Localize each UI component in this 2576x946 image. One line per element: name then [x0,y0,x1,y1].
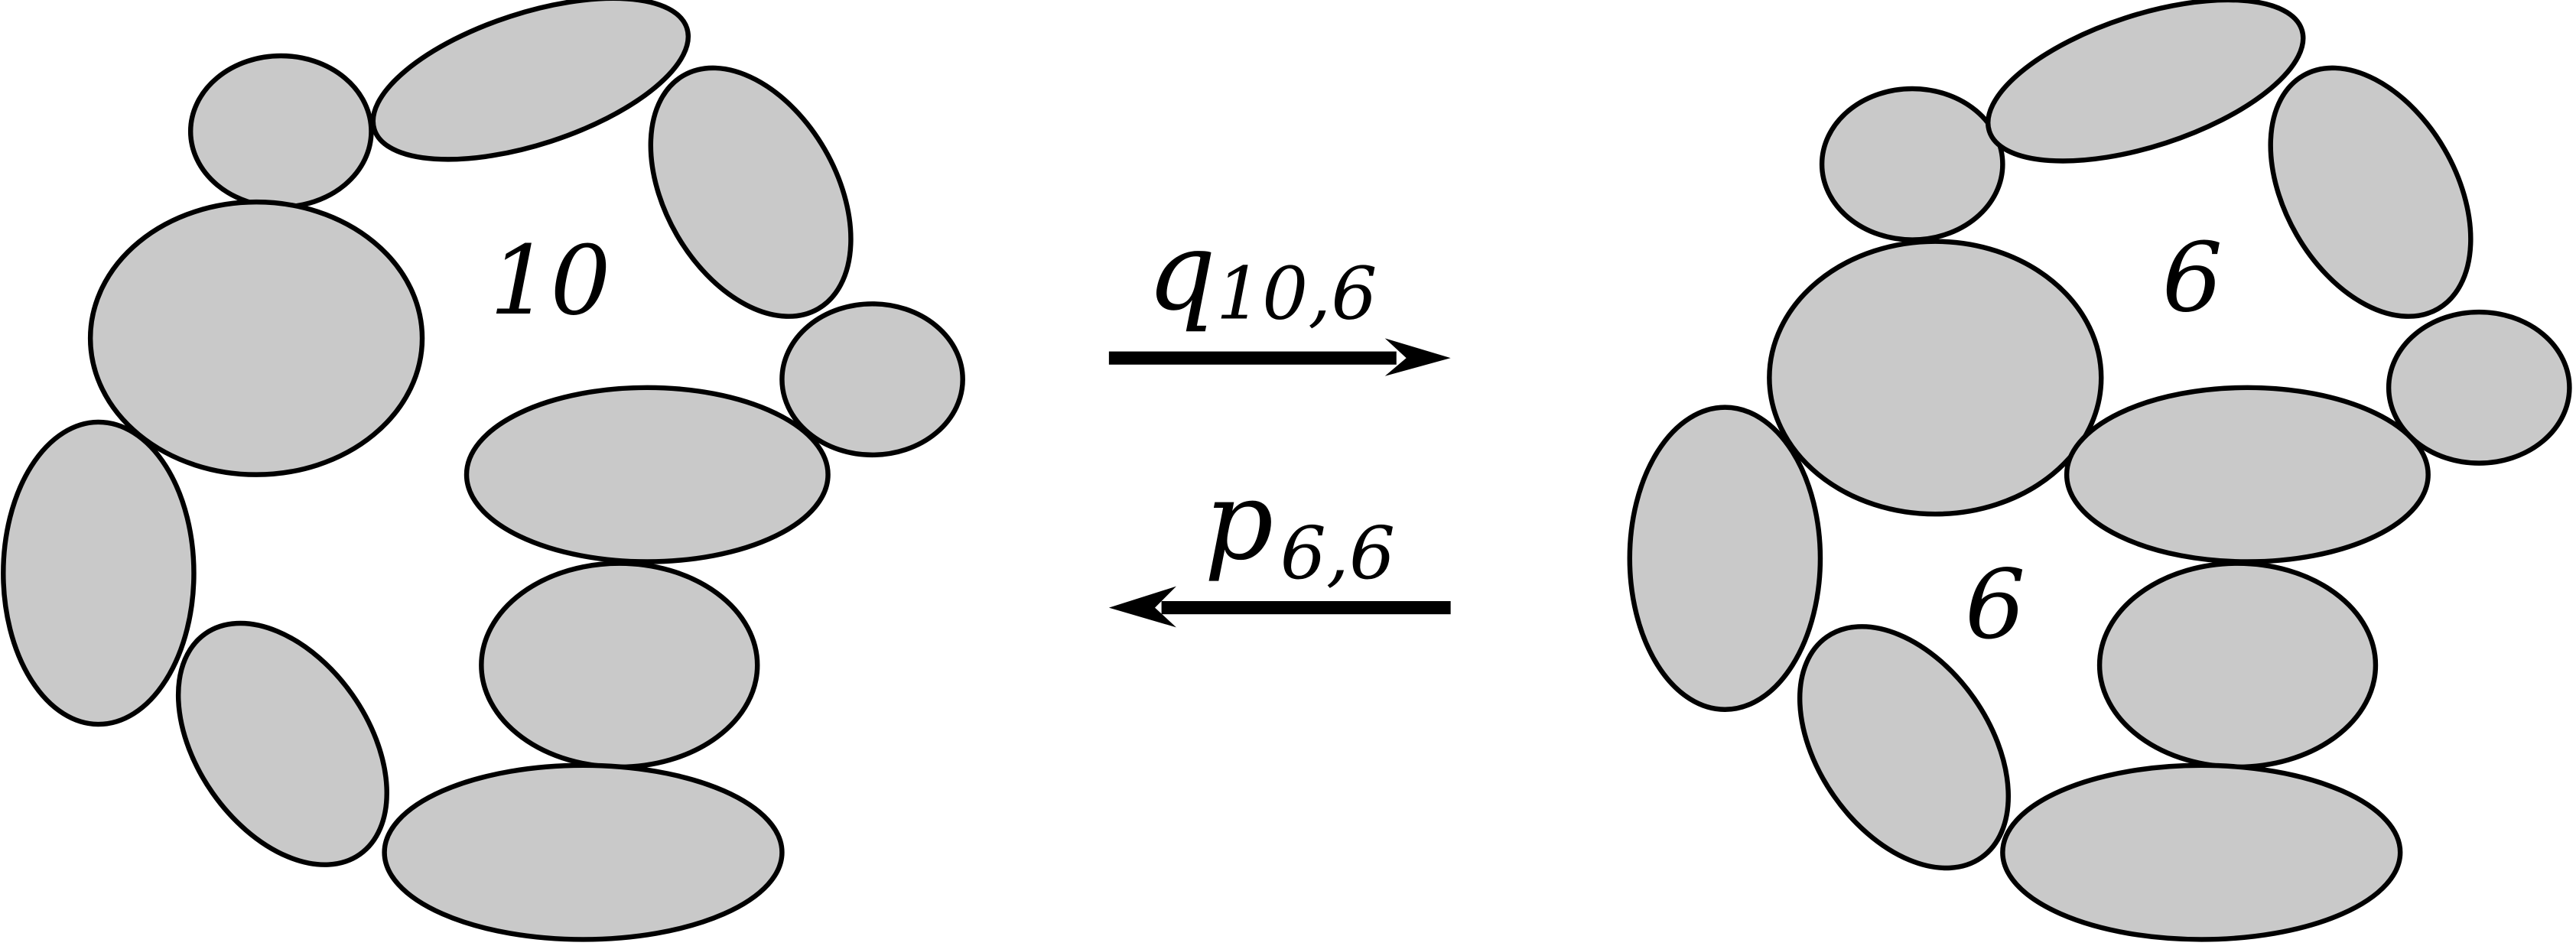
left-face-label: 10 [490,226,611,336]
blob-ellipse [87,199,425,477]
blob-ellipse [2096,561,2379,770]
blob-ellipse [175,620,389,867]
blob-ellipse [370,0,691,162]
left-configuration [1,0,965,942]
blob-ellipse [463,385,831,564]
right-face-label-upper: 6 [2162,223,2223,333]
forward-arrow-shaft [1108,351,1397,365]
blob-ellipse [479,561,760,770]
right-configuration [1627,0,2572,942]
blob-ellipse [1797,624,2012,871]
blob-ellipse [1627,405,1823,712]
backward-arrow [1108,586,1451,628]
forward-arrow [1108,338,1451,376]
backward-arrow-shaft [1161,601,1451,615]
blob-ellipse [1819,86,2005,242]
blob-ellipse [779,301,965,458]
blob-ellipse [187,53,374,210]
blob-ellipse [2064,385,2431,564]
blob-ellipse [2386,309,2572,466]
blob-ellipse [1986,0,2306,164]
arrow-right-icon [1384,338,1451,376]
blob-ellipse [2268,65,2474,319]
blob-ellipse [648,65,854,319]
forward-rate-label: q10,6 [1147,209,1377,336]
blob-ellipse [382,762,785,942]
arrow-left-icon [1108,586,1176,628]
blob-ellipse [1,419,197,727]
blob-ellipse [1767,239,2104,517]
right-face-label-lower: 6 [1965,549,2025,660]
blob-ellipse [2000,762,2403,942]
